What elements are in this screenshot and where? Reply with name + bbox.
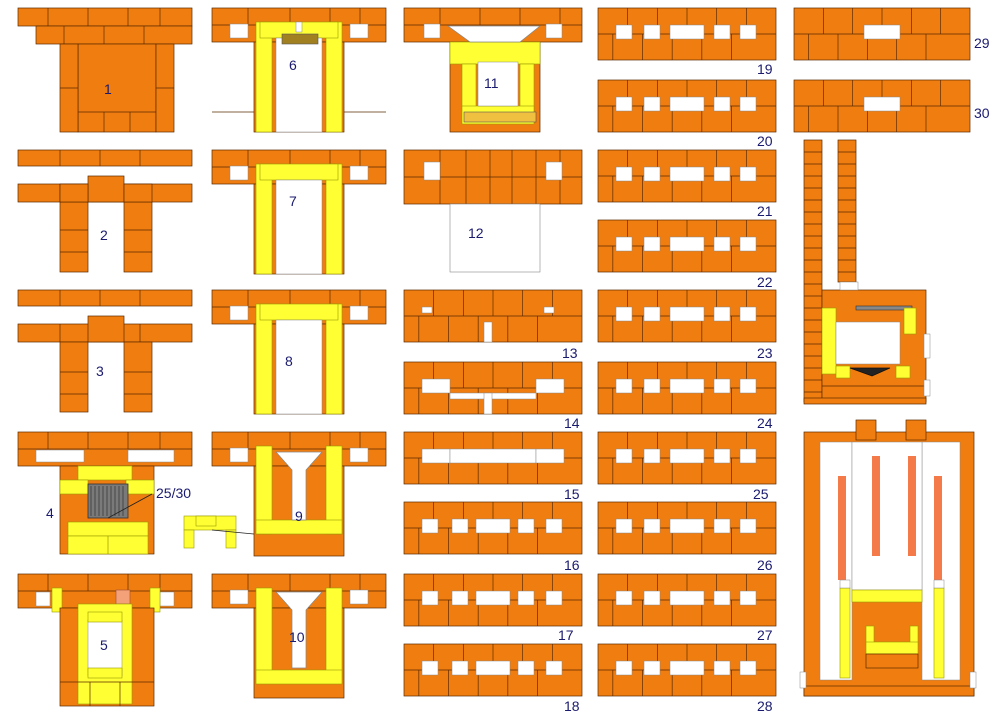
course-12 (403, 149, 583, 273)
course-label-22: 22 (757, 274, 773, 290)
course-6 (211, 7, 387, 133)
course-label-28: 28 (757, 698, 773, 714)
course-label-6: 6 (289, 57, 297, 73)
course-21 (597, 149, 777, 203)
course-14 (403, 361, 583, 415)
course-label-23: 23 (757, 345, 773, 361)
section-view-side (803, 139, 931, 405)
course-25 (597, 431, 777, 485)
course-23 (597, 289, 777, 343)
course-label-17: 17 (558, 627, 574, 643)
course-label-14: 14 (564, 415, 580, 431)
course-20 (597, 79, 777, 133)
course-label-19: 19 (757, 61, 773, 77)
course-label-27: 27 (757, 627, 773, 643)
course-16 (403, 501, 583, 555)
course-17 (403, 573, 583, 627)
course-label-16: 16 (564, 557, 580, 573)
course-19 (597, 7, 777, 61)
course-3 (17, 289, 193, 413)
course-label-12: 12 (468, 225, 484, 241)
course-1 (17, 7, 193, 133)
course-label-13: 13 (562, 345, 578, 361)
course-27 (597, 573, 777, 627)
course-label-30: 30 (974, 105, 990, 121)
grate-label: 25/30 (156, 485, 191, 501)
course-22 (597, 219, 777, 273)
course-8 (211, 289, 387, 415)
course-label-7: 7 (289, 193, 297, 209)
course-18 (403, 643, 583, 697)
course-24 (597, 361, 777, 415)
course-9 (211, 431, 387, 557)
course-label-29: 29 (974, 35, 990, 51)
course-29 (793, 7, 971, 61)
course-5 (17, 573, 193, 707)
course-label-15: 15 (564, 486, 580, 502)
course-label-25: 25 (753, 486, 769, 502)
course-13 (403, 289, 583, 343)
course-label-24: 24 (757, 415, 773, 431)
course-label-9: 9 (295, 508, 303, 524)
course-label-18: 18 (564, 698, 580, 714)
course-label-8: 8 (285, 353, 293, 369)
course-label-1: 1 (104, 81, 112, 97)
course-15 (403, 431, 583, 485)
course-label-26: 26 (757, 557, 773, 573)
course-28 (597, 643, 777, 697)
course-30 (793, 79, 971, 133)
course-label-2: 2 (100, 227, 108, 243)
course-label-10: 10 (289, 629, 305, 645)
course-26 (597, 501, 777, 555)
course-7 (211, 149, 387, 275)
course-label-11: 11 (484, 75, 499, 91)
course-11 (403, 7, 583, 133)
section-view-front (799, 419, 977, 697)
course-label-5: 5 (100, 637, 108, 653)
course-label-3: 3 (96, 363, 104, 379)
course-2 (17, 149, 193, 273)
course-label-4: 4 (46, 505, 54, 521)
course-label-21: 21 (757, 203, 773, 219)
course-label-20: 20 (757, 133, 773, 149)
course-10 (211, 573, 387, 699)
course-4 (17, 431, 193, 555)
